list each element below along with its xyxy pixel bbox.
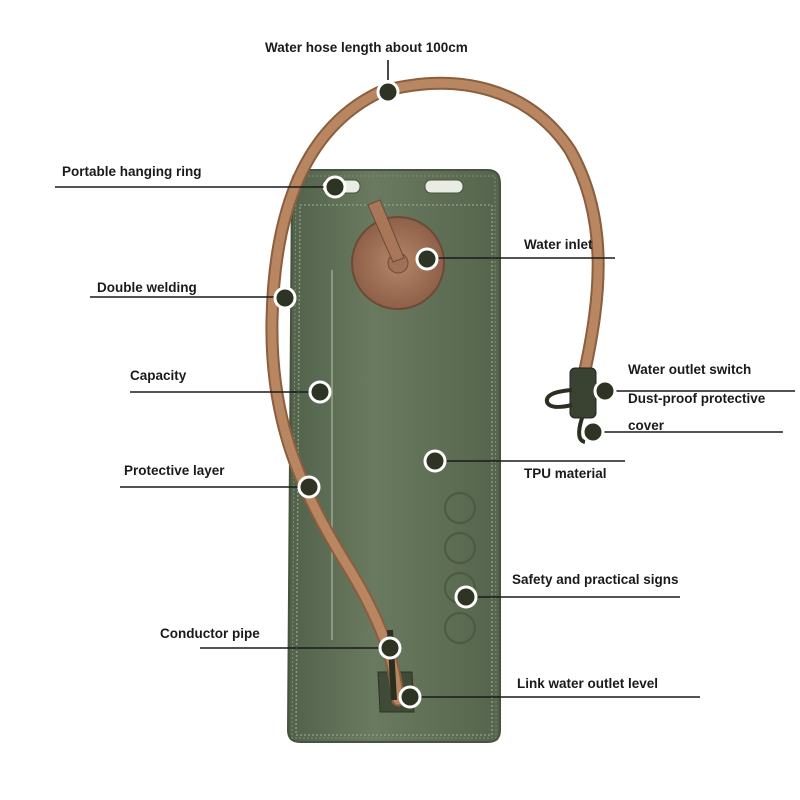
cap-strap	[367, 199, 405, 263]
leader-lines	[55, 60, 795, 698]
marker-inlet	[415, 247, 439, 271]
callout-markers	[273, 80, 617, 709]
marker-capacity	[308, 380, 332, 404]
marker-cover	[581, 420, 605, 444]
outlet-switch	[569, 367, 597, 419]
label-link-outlet: Link water outlet level	[517, 676, 659, 691]
label-outlet-switch: Water outlet switch	[628, 362, 752, 377]
marker-ring	[323, 175, 347, 199]
label-capacity: Capacity	[130, 368, 187, 383]
label-protective-layer: Protective layer	[124, 463, 225, 478]
double-weld-seam-outer	[291, 175, 497, 739]
label-hanging-ring: Portable hanging ring	[62, 164, 202, 179]
label-dust-cover-line1: Dust-proof protective	[628, 391, 766, 406]
marker-signs	[454, 585, 478, 609]
label-tpu-material: TPU material	[524, 466, 607, 481]
marker-tpu	[423, 449, 447, 473]
label-double-welding: Double welding	[97, 280, 197, 295]
marker-outlet	[398, 685, 422, 709]
dust-cover	[544, 388, 586, 444]
marker-hose	[376, 80, 400, 104]
label-dust-cover-line2: cover	[628, 418, 665, 433]
double-weld-seam	[295, 204, 493, 736]
label-safety-signs: Safety and practical signs	[512, 572, 679, 587]
marker-pipe	[378, 636, 402, 660]
marker-layer	[297, 475, 321, 499]
safety-sign-icons	[444, 492, 476, 644]
marker-welding	[273, 286, 297, 310]
label-hose-length: Water hose length about 100cm	[265, 40, 468, 55]
label-conductor-pipe: Conductor pipe	[160, 626, 260, 641]
label-water-inlet: Water inlet	[524, 237, 593, 252]
marker-switch	[593, 379, 617, 403]
hanging-ring-slot-right	[424, 179, 464, 194]
